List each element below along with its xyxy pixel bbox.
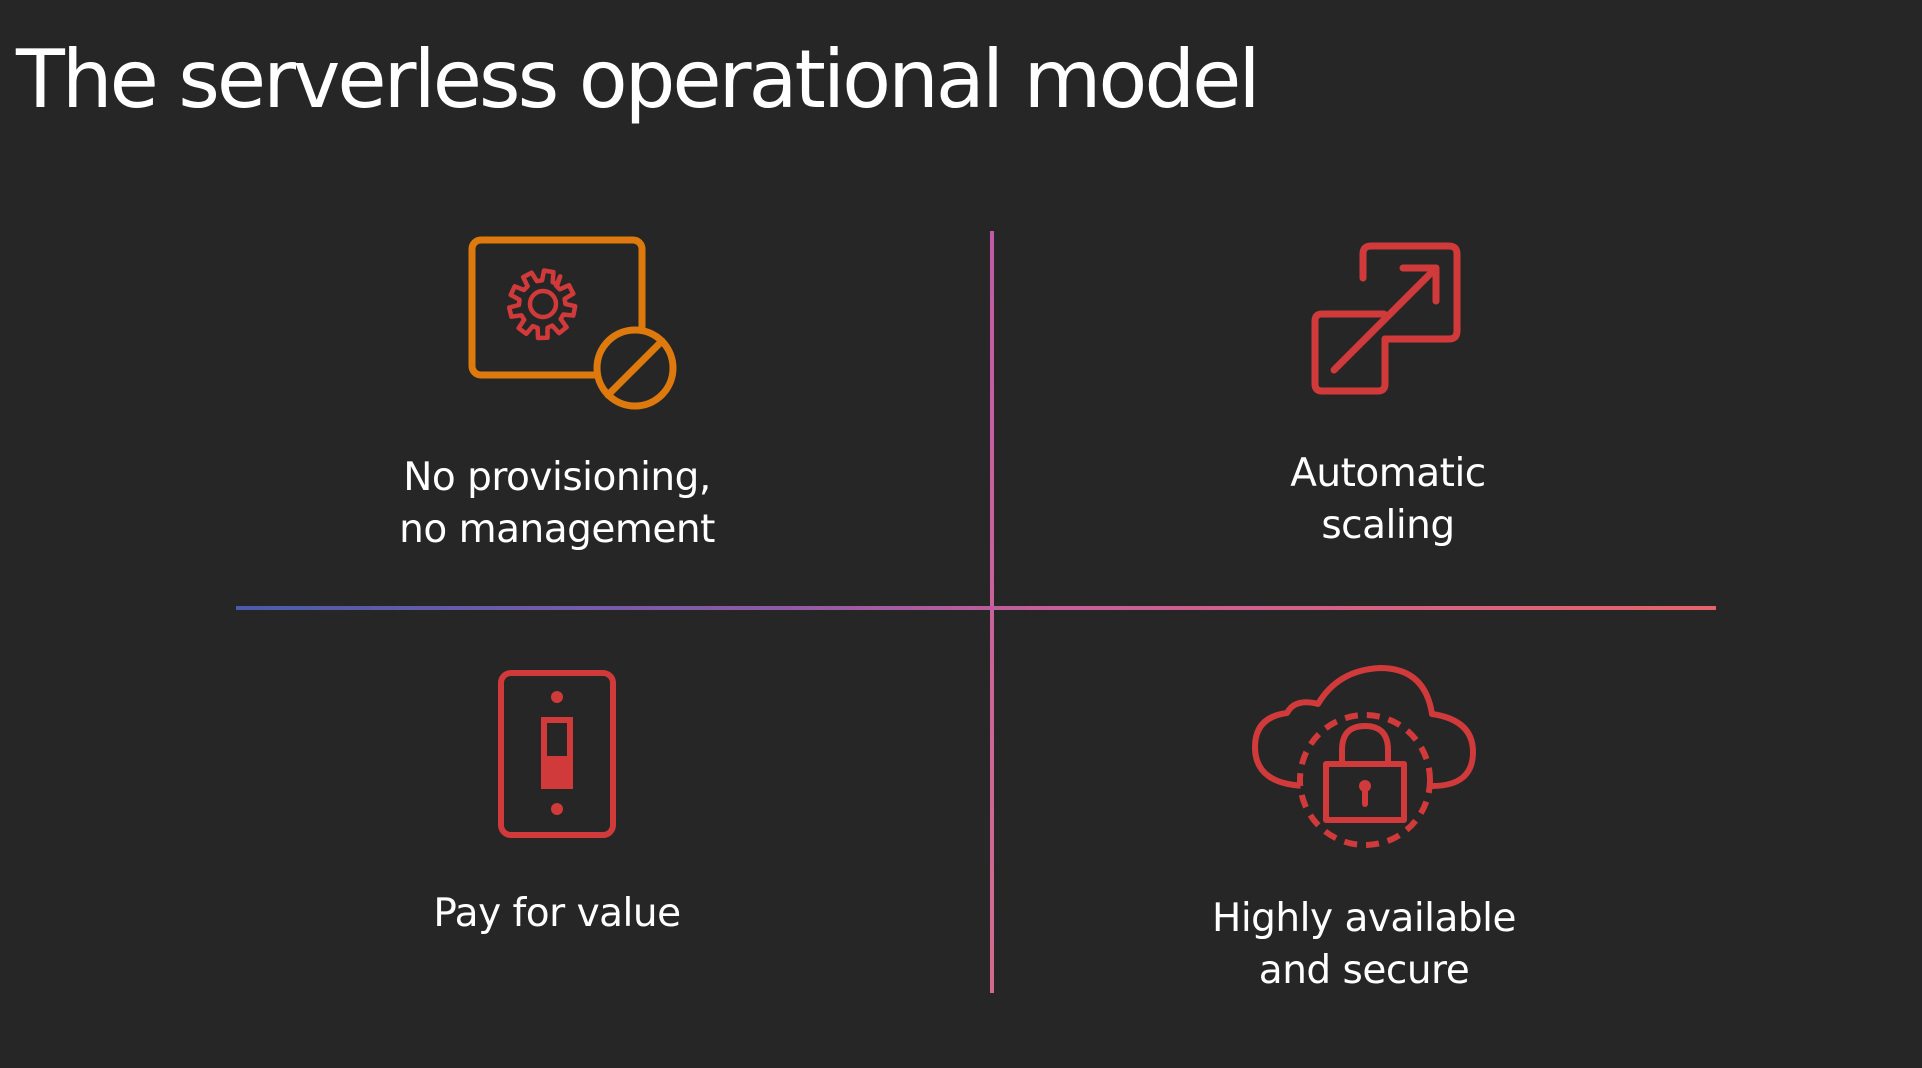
cloud-lock-icon (1252, 665, 1476, 848)
light-switch-icon (498, 670, 616, 838)
caption-automatic-scaling: Automatic scaling (1290, 448, 1486, 552)
horizontal-divider (236, 606, 1716, 610)
caption-line: No provisioning, (403, 455, 711, 500)
caption-line: and secure (1258, 948, 1470, 993)
caption-line: Pay for value (433, 891, 681, 936)
slide-title: The serverless operational model (16, 33, 1261, 126)
expand-arrows-icon (1311, 242, 1461, 395)
caption-line: no management (399, 507, 715, 552)
caption-pay-for-value: Pay for value (433, 888, 681, 940)
caption-line: Highly available (1212, 896, 1516, 941)
caption-line: Automatic (1290, 451, 1486, 496)
caption-no-provisioning: No provisioning, no management (399, 452, 715, 556)
caption-line: scaling (1321, 503, 1455, 548)
server-gear-prohibited-icon (468, 236, 677, 410)
caption-highly-available: Highly available and secure (1212, 893, 1516, 997)
vertical-divider (990, 231, 994, 993)
